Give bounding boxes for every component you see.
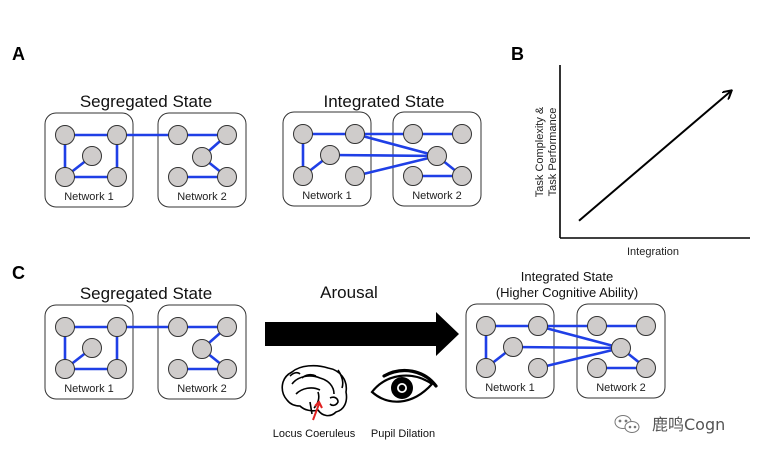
a-int-node (403, 166, 423, 186)
c-seg-node (82, 338, 102, 358)
eye-icon (370, 368, 438, 403)
c-int-node (587, 316, 607, 336)
c-int-node (503, 337, 523, 357)
c-int-node (636, 358, 656, 378)
panel-letter-a: A (12, 44, 25, 64)
a-seg-node (217, 125, 237, 145)
a-seg-node (168, 167, 188, 187)
panel-a-integrated-title: Integrated State (324, 92, 445, 111)
panel-a-integrated-network: Network 1 Network 2 (282, 111, 482, 207)
c-int-edge (511, 345, 623, 350)
c-int-edge (536, 324, 623, 350)
a-seg-node (55, 125, 75, 145)
a-int-node (452, 166, 472, 186)
a-int-edge (353, 132, 439, 158)
c-seg-node (107, 359, 127, 379)
a-int-edge (353, 154, 439, 178)
a-int-edge (328, 153, 439, 158)
watermark: 鹿鸣Cogn (614, 415, 725, 434)
panel-b-chart: Task Complexity & Task Performance Integ… (534, 65, 750, 258)
c-seg-network-2-label: Network 2 (177, 383, 227, 395)
c-seg-network-1-label: Network 1 (64, 383, 114, 395)
a-int-network-2-label: Network 2 (412, 190, 462, 202)
a-seg-node (55, 167, 75, 187)
a-int-network-1-label: Network 1 (302, 190, 352, 202)
a-int-node (320, 145, 340, 165)
a-seg-node (168, 125, 188, 145)
c-seg-node (55, 359, 75, 379)
c-int-node (636, 316, 656, 336)
c-seg-node (168, 359, 188, 379)
y-axis-label-line2: Task Performance (547, 108, 559, 197)
panel-c-segregated-network: Network 1 Network 2 (44, 304, 247, 400)
c-int-node (528, 358, 548, 378)
a-seg-node (82, 146, 102, 166)
wechat-icon (614, 415, 640, 433)
c-int-network-2-label: Network 2 (596, 382, 646, 394)
trend-arrow (578, 91, 731, 222)
c-int-edge (536, 346, 623, 370)
panel-c-integrated-title: Integrated State (521, 269, 614, 284)
a-seg-node (107, 167, 127, 187)
c-int-node (587, 358, 607, 378)
a-int-node (452, 124, 472, 144)
c-seg-node (217, 359, 237, 379)
arousal-arrow-icon (265, 312, 459, 356)
brain-icon (281, 364, 348, 417)
panel-letter-b: B (511, 44, 524, 64)
panel-c-integrated-network: Network 1 Network 2 (465, 303, 666, 399)
a-int-node (403, 124, 423, 144)
panel-a-segregated-network: Network 1 Network 2 (44, 112, 247, 208)
a-seg-network-1-label: Network 1 (64, 191, 114, 203)
a-int-node (293, 166, 313, 186)
c-int-node (528, 316, 548, 336)
a-seg-node (217, 167, 237, 187)
c-int-node (476, 316, 496, 336)
a-seg-node (107, 125, 127, 145)
eye-caption: Pupil Dilation (371, 428, 435, 440)
a-int-node (293, 124, 313, 144)
c-seg-node (168, 317, 188, 337)
a-int-node (345, 166, 365, 186)
c-int-node (611, 338, 631, 358)
locus-coeruleus-marker-icon (312, 400, 323, 421)
c-seg-node (55, 317, 75, 337)
panel-c-segregated-title: Segregated State (80, 284, 212, 303)
panel-a-segregated-title: Segregated State (80, 92, 212, 111)
c-seg-node (107, 317, 127, 337)
y-axis-label-line1: Task Complexity & (534, 106, 546, 197)
c-int-network-1-label: Network 1 (485, 382, 535, 394)
a-int-node (345, 124, 365, 144)
brain-caption: Locus Coeruleus (273, 428, 356, 440)
c-seg-node (192, 339, 212, 359)
a-seg-node (192, 147, 212, 167)
c-int-node (476, 358, 496, 378)
panel-c-integrated-subtitle: (Higher Cognitive Ability) (496, 285, 638, 300)
a-int-node (427, 146, 447, 166)
c-seg-node (217, 317, 237, 337)
a-seg-network-2-label: Network 2 (177, 191, 227, 203)
arousal-label: Arousal (320, 283, 378, 302)
watermark-text: 鹿鸣Cogn (652, 415, 725, 434)
panel-letter-c: C (12, 263, 25, 283)
x-axis-label: Integration (627, 246, 679, 258)
